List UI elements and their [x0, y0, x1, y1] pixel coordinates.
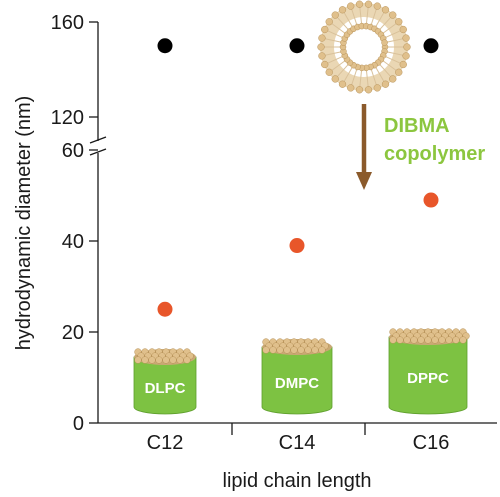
- x-axis-label: lipid chain length: [223, 470, 372, 492]
- nanodisc-label: DPPC: [407, 370, 449, 387]
- x-tick-label: C12: [147, 432, 184, 454]
- arrow-annotation: [356, 104, 372, 190]
- arrow-label-line2: copolymer: [384, 143, 485, 165]
- data-point-series1-C16: [423, 38, 439, 54]
- nanodisc-label: DMPC: [275, 375, 319, 392]
- data-points: [157, 38, 439, 317]
- nanodisc: DMPC: [261, 338, 333, 415]
- vesicle-illustration: [317, 0, 411, 94]
- nanodisc-label: DLPC: [145, 380, 186, 397]
- y-tick-label: 20: [62, 322, 84, 344]
- y-axis-label: hydrodynamic diameter (nm): [13, 96, 35, 351]
- data-point-series1-C12: [157, 38, 173, 54]
- data-point-series2-C16: [423, 192, 439, 208]
- arrow-head: [356, 172, 372, 190]
- nanodiscs: DLPC DMPC DPPC: [133, 328, 470, 415]
- data-point-series2-C12: [157, 301, 173, 317]
- data-point-series2-C14: [289, 238, 305, 254]
- axis-break-mark: [89, 148, 107, 156]
- arrow-label-line1: DIBMA: [384, 115, 450, 137]
- nanodisc: DLPC: [133, 348, 197, 415]
- y-tick-label: 160: [51, 12, 84, 34]
- y-tick-label: 0: [73, 413, 84, 435]
- axis-break-mark: [89, 136, 107, 144]
- axes: [89, 22, 497, 424]
- data-point-series1-C14: [289, 38, 305, 54]
- nanodisc: DPPC: [388, 328, 470, 415]
- y-tick-label: 120: [51, 107, 84, 129]
- y-tick-label: 40: [62, 231, 84, 253]
- x-tick-label: C14: [279, 432, 316, 454]
- y-tick-label: 60: [62, 140, 84, 162]
- x-tick-label: C16: [413, 432, 450, 454]
